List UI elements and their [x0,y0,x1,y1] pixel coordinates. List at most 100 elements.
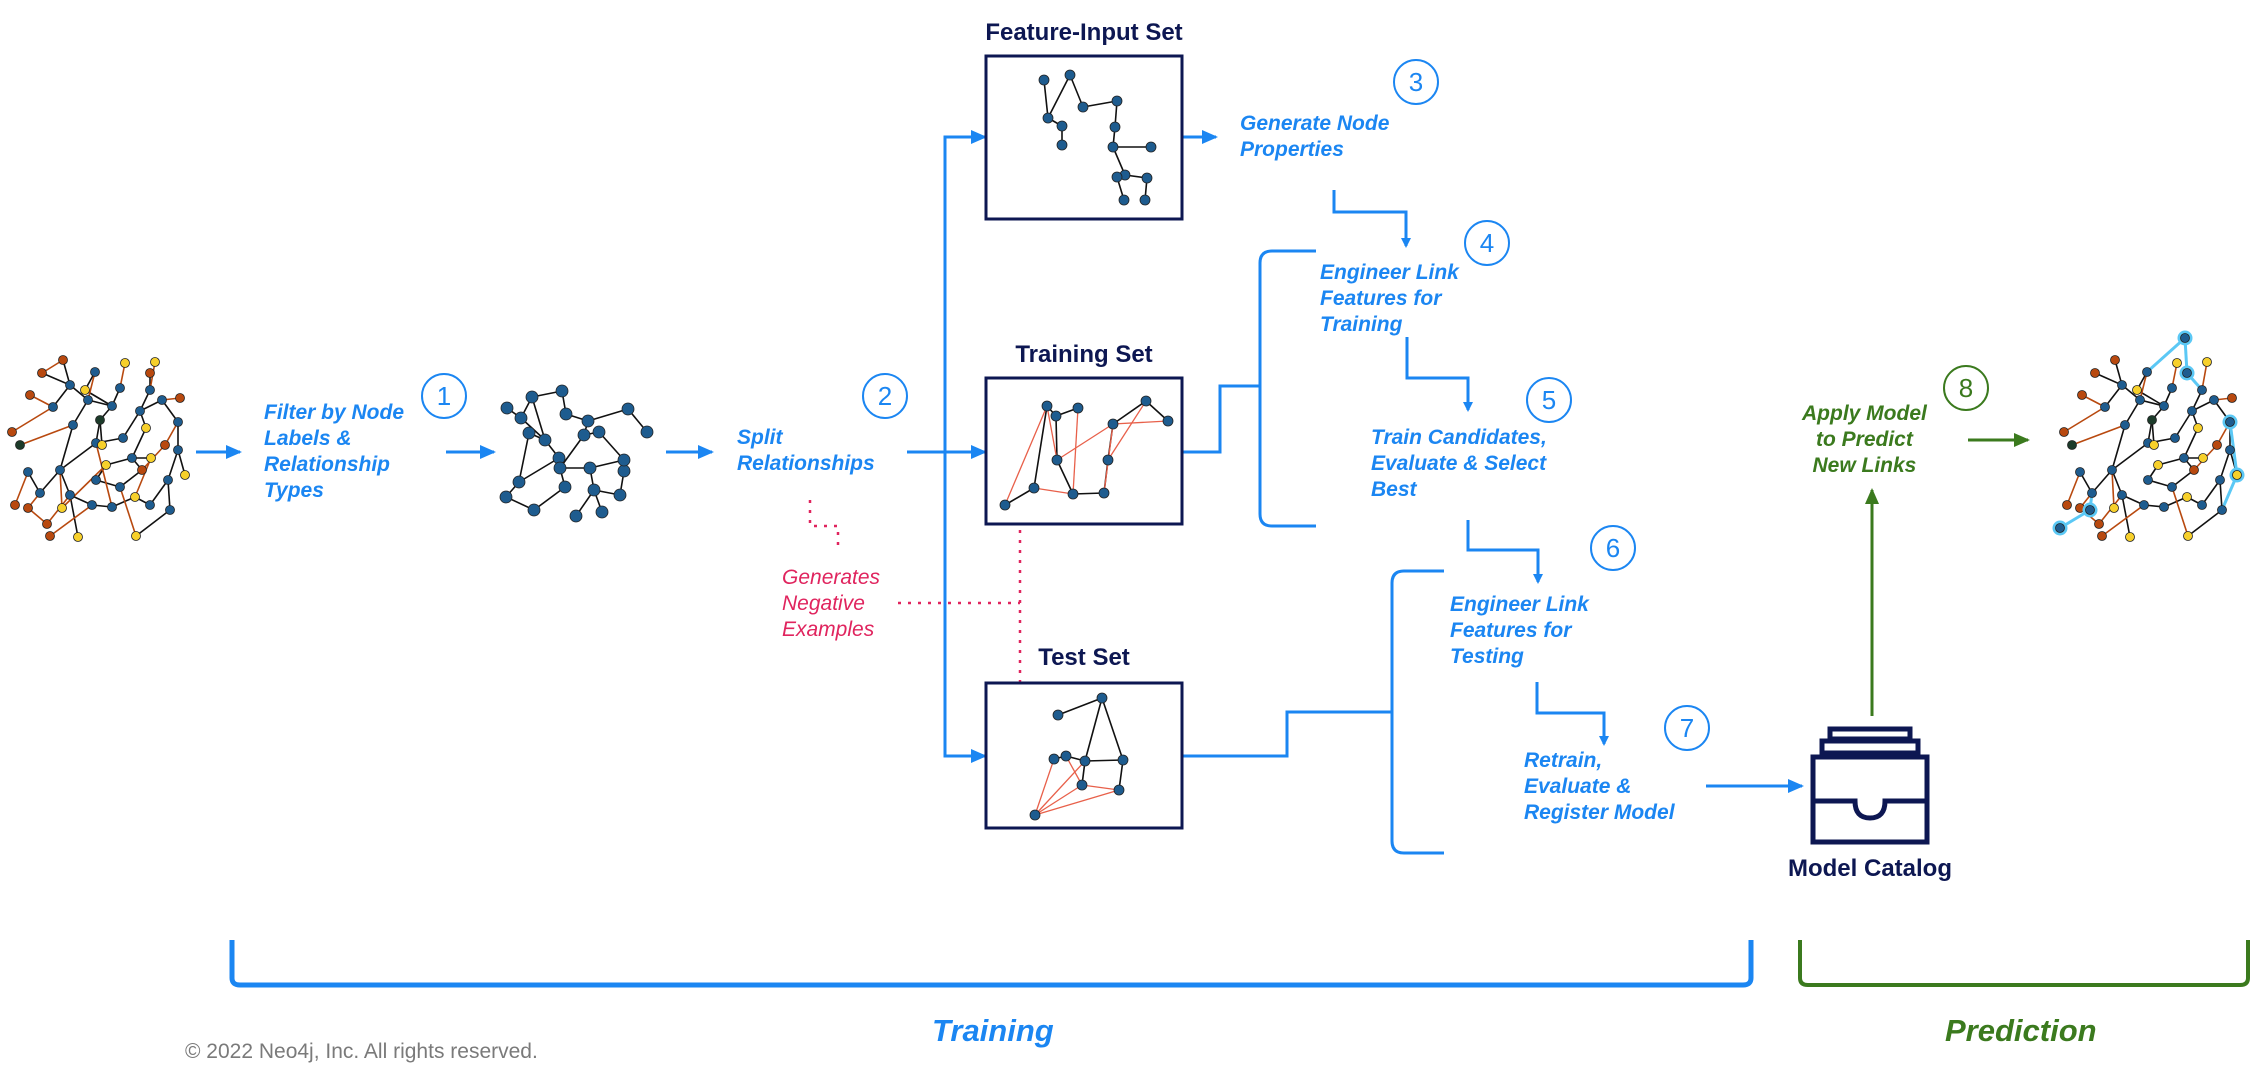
graph-edge [518,457,560,483]
graph-edge [2111,469,2115,509]
graph-node [2149,440,2159,450]
graph-node [1139,194,1151,206]
graph-node [2135,395,2145,405]
input-graph [7,355,190,542]
graph-node [1077,101,1089,113]
graph-node [2117,380,2127,390]
model-catalog-icon [1810,726,1930,845]
apply-model-label: Apply Model to Predict New Links [1802,402,1927,477]
graph-edge [49,504,93,537]
graph-edge [61,464,107,509]
graph-node [2085,505,2095,515]
graph-node [2167,482,2177,492]
graph-node [1113,784,1125,796]
graph-node [2170,433,2180,443]
negative-examples-label: Generates Negative Examples [782,566,881,641]
graph-node [120,358,130,368]
step-number-2: 2 [862,373,908,419]
graph-node [1162,415,1174,427]
step-number-5: 5 [1526,377,1572,423]
graph-node [45,531,55,541]
graph-node [1056,139,1068,151]
graph-node [1050,410,1062,422]
graph-node [157,395,167,405]
engineer-training-label: Engineer Link Features for Training [1320,261,1459,336]
graph-node [2107,465,2117,475]
graph-edge [2071,424,2126,446]
graph-node [2198,453,2208,463]
graph-node [180,470,190,480]
graph-node [595,505,609,519]
graph-node [35,488,45,498]
graph-edge [518,432,530,483]
generate-properties-label: Generate Node Properties [1240,112,1390,161]
graph-node [160,440,170,450]
graph-node [80,385,90,395]
feature-input-set-title: Feature-Input Set [985,19,1183,46]
graph-node [512,475,526,489]
graph-edge [1004,487,1035,506]
graph-node [592,425,606,439]
graph-node [1107,141,1119,153]
graph-edge [2121,494,2131,538]
graph-node [569,509,583,523]
graph-edge [1047,74,1071,119]
graph-edge [2111,424,2126,471]
graph-node [90,367,100,377]
filtered-graph [499,384,654,523]
graph-node [2087,488,2097,498]
graph-edge [533,486,566,511]
feature-input-graph [1038,69,1157,206]
graph-node [1067,488,1079,500]
graph-node [2094,519,2104,529]
graph-edge [1034,760,1086,816]
graph-node [2153,460,2163,470]
graph-node [527,503,541,517]
graph-node [558,480,572,494]
graph-node [2055,523,2065,533]
graph-node [15,440,25,450]
graph-edge [69,494,79,538]
graph-node [173,445,183,455]
graph-node [2132,385,2142,395]
model-catalog-label: Model Catalog [1787,855,1952,882]
graph-node [141,423,151,433]
graph-edge [2187,509,2223,537]
graph-node [37,368,47,378]
graph-node [165,505,175,515]
graph-edge [1055,415,1058,461]
test-graph [1029,692,1129,821]
graph-node [2215,475,2225,485]
graph-node [583,461,597,475]
graph-edge [2094,372,2123,386]
graph-node [621,402,635,416]
graph-edge [1056,423,1114,461]
step-number-7: 7 [1664,705,1710,751]
graph-node [7,427,17,437]
engineer-testing-label: Engineer Link Features for Testing [1450,593,1589,668]
training-bracket [229,940,1754,988]
graph-node [115,482,125,492]
graph-edge [1034,789,1120,816]
graph-edge [2063,406,2106,433]
graph-node [145,500,155,510]
graph-node [1051,454,1063,466]
graph-node [2189,465,2199,475]
graph-node [2167,383,2177,393]
graph-node [1141,172,1153,184]
graph-edge [2171,486,2189,537]
graph-node [1072,402,1084,414]
graph-node [87,500,97,510]
graph-node [118,433,128,443]
graph-node [107,401,117,411]
graph-node [131,531,141,541]
graph-node [553,461,567,475]
graph-edge [1033,405,1048,489]
graph-node [91,475,101,485]
graph-node [1064,69,1076,81]
graph-node [2209,395,2219,405]
graph-node [2227,393,2237,403]
graph-edge [1034,784,1083,816]
graph-node [999,499,1011,511]
graph-edge [2066,471,2081,506]
